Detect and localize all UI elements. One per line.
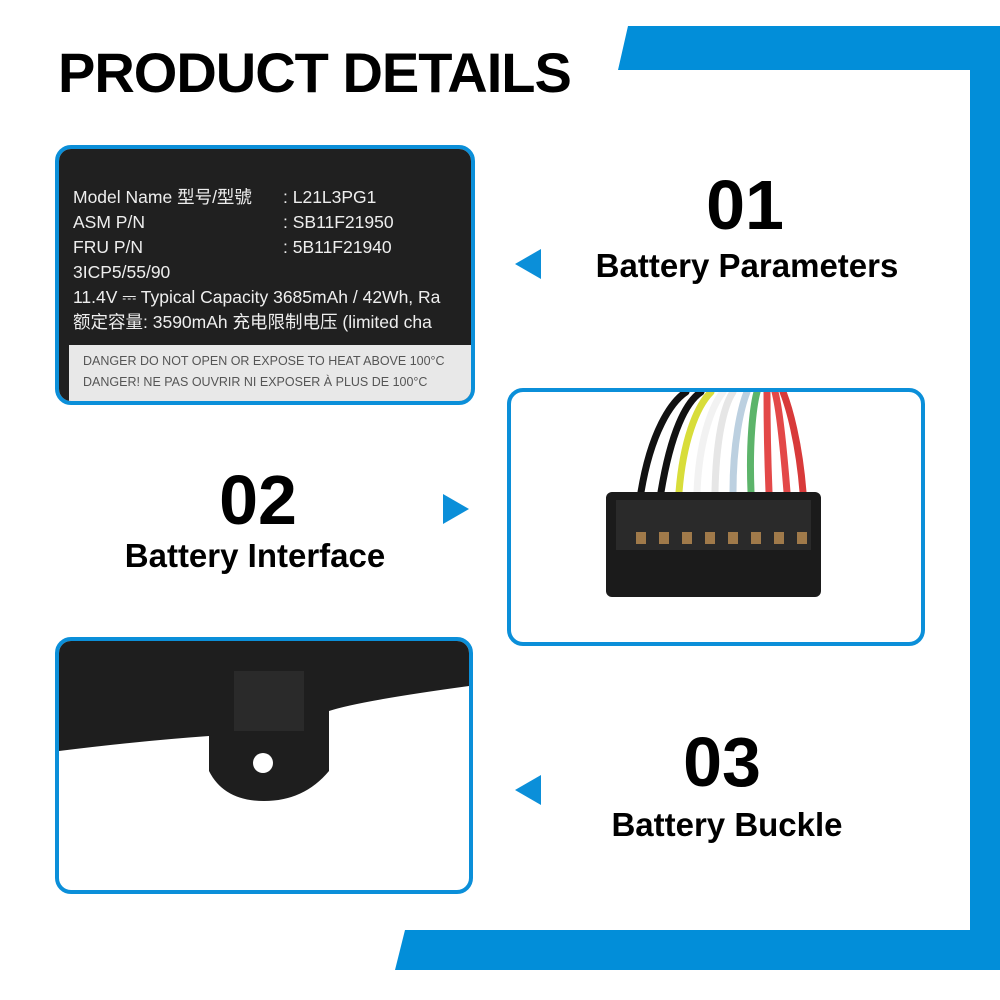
label-capacity: 11.4V ⎓ Typical Capacity 3685mAh / 42Wh,… bbox=[73, 287, 441, 307]
feature-number-03: 03 bbox=[683, 723, 761, 801]
feature-caption-01: Battery Parameters bbox=[595, 247, 899, 284]
arrow-right-icon bbox=[443, 494, 469, 524]
label-rated: 额定容量: 3590mAh 充电限制电压 (limited cha bbox=[73, 312, 432, 332]
feature-number-01: 01 bbox=[706, 166, 784, 244]
buckle-illustration bbox=[59, 641, 469, 801]
battery-connector-photo bbox=[507, 388, 925, 646]
connector-illustration bbox=[606, 392, 821, 597]
label-row-asm: ASM P/N: SB11F21950 bbox=[73, 212, 394, 232]
battery-label-photo: Model Name 型号/型號: L21L3PG1 ASM P/N: SB11… bbox=[55, 145, 475, 405]
battery-buckle-photo bbox=[55, 637, 473, 894]
feature-caption-02: Battery Interface bbox=[124, 537, 386, 574]
arrow-left-icon bbox=[515, 775, 541, 805]
arrow-left-icon bbox=[515, 249, 541, 279]
label-row-model: Model Name 型号/型號: L21L3PG1 bbox=[73, 187, 377, 207]
page-title: PRODUCT DETAILS bbox=[58, 41, 572, 104]
label-cells: 3ICP5/55/90 bbox=[73, 262, 171, 282]
feature-number-02: 02 bbox=[219, 461, 297, 539]
label-row-fru: FRU P/N: 5B11F21940 bbox=[73, 237, 392, 257]
label-warning-strip: DANGER DO NOT OPEN OR EXPOSE TO HEAT ABO… bbox=[69, 345, 471, 401]
feature-caption-03: Battery Buckle bbox=[611, 806, 843, 843]
